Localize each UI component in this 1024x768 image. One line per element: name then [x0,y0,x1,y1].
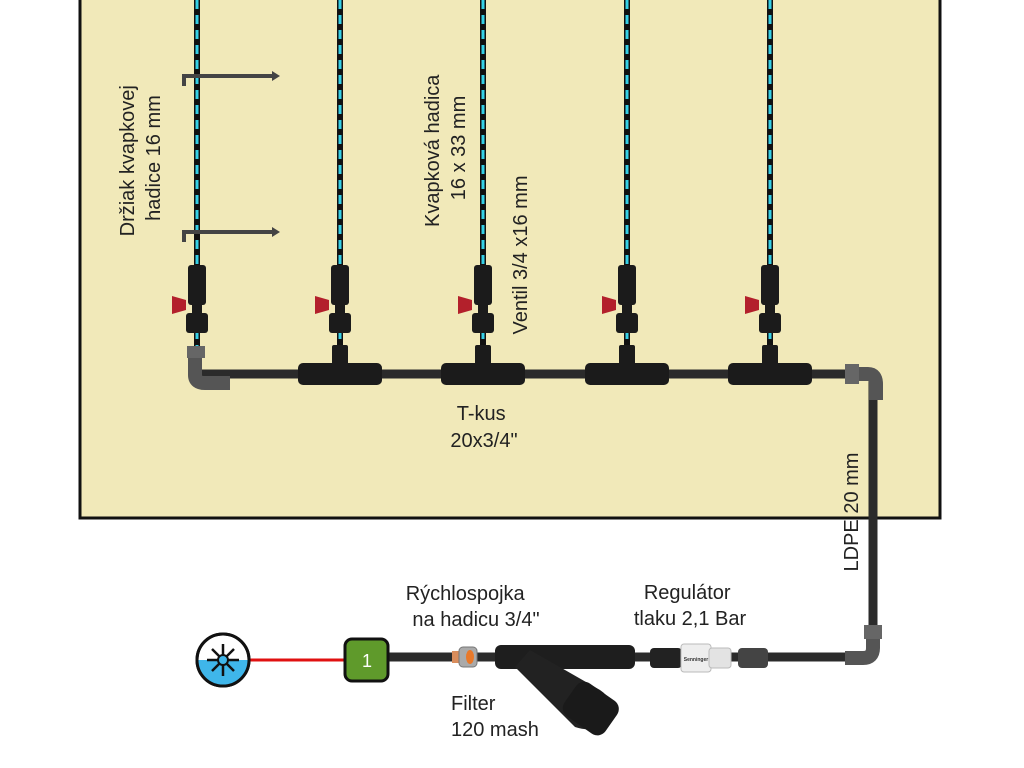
regulator-brand-logo: Senninger [684,657,709,663]
quick-coupler [452,646,478,668]
water-tap-icon [195,632,251,688]
tee-label: T-kus 20x3/4" [450,403,517,452]
drip-hose-label: Kvapková hadica 16 x 33 mm [422,69,470,227]
ball-valve [315,265,351,333]
ball-valve [745,265,781,333]
tee-fitting [728,345,812,385]
hose-holder [182,71,280,86]
quick-coupler-label: Rýchlospojka na hadicu 3/4" [406,583,540,631]
ball-valve [172,265,208,333]
ball-valve [602,265,638,333]
elbow-fitting [845,625,882,665]
garden-bed [78,0,942,520]
tee-fitting [298,345,382,385]
hose-holder [182,227,280,242]
zone-number: 1 [362,651,372,671]
filter [495,645,635,736]
regulator-label: Regulátor tlaku 2,1 Bar [634,582,747,630]
ldpe-label: LDPE 20 mm [841,453,863,572]
ball-valve [458,265,494,333]
fittings [172,265,812,385]
elbow-fitting [187,346,230,390]
tee-fitting [441,345,525,385]
holder-label: Držiak kvapkovej hadice 16 mm [117,80,165,237]
tee-fitting [585,345,669,385]
zone-valve-box[interactable]: 1 [343,637,390,683]
elbow-fitting [845,364,883,400]
valve-label: Ventil 3/4 x16 mm [510,176,532,335]
filter-label: Filter 120 mash [451,693,539,741]
pressure-regulator: Senninger [650,643,768,673]
